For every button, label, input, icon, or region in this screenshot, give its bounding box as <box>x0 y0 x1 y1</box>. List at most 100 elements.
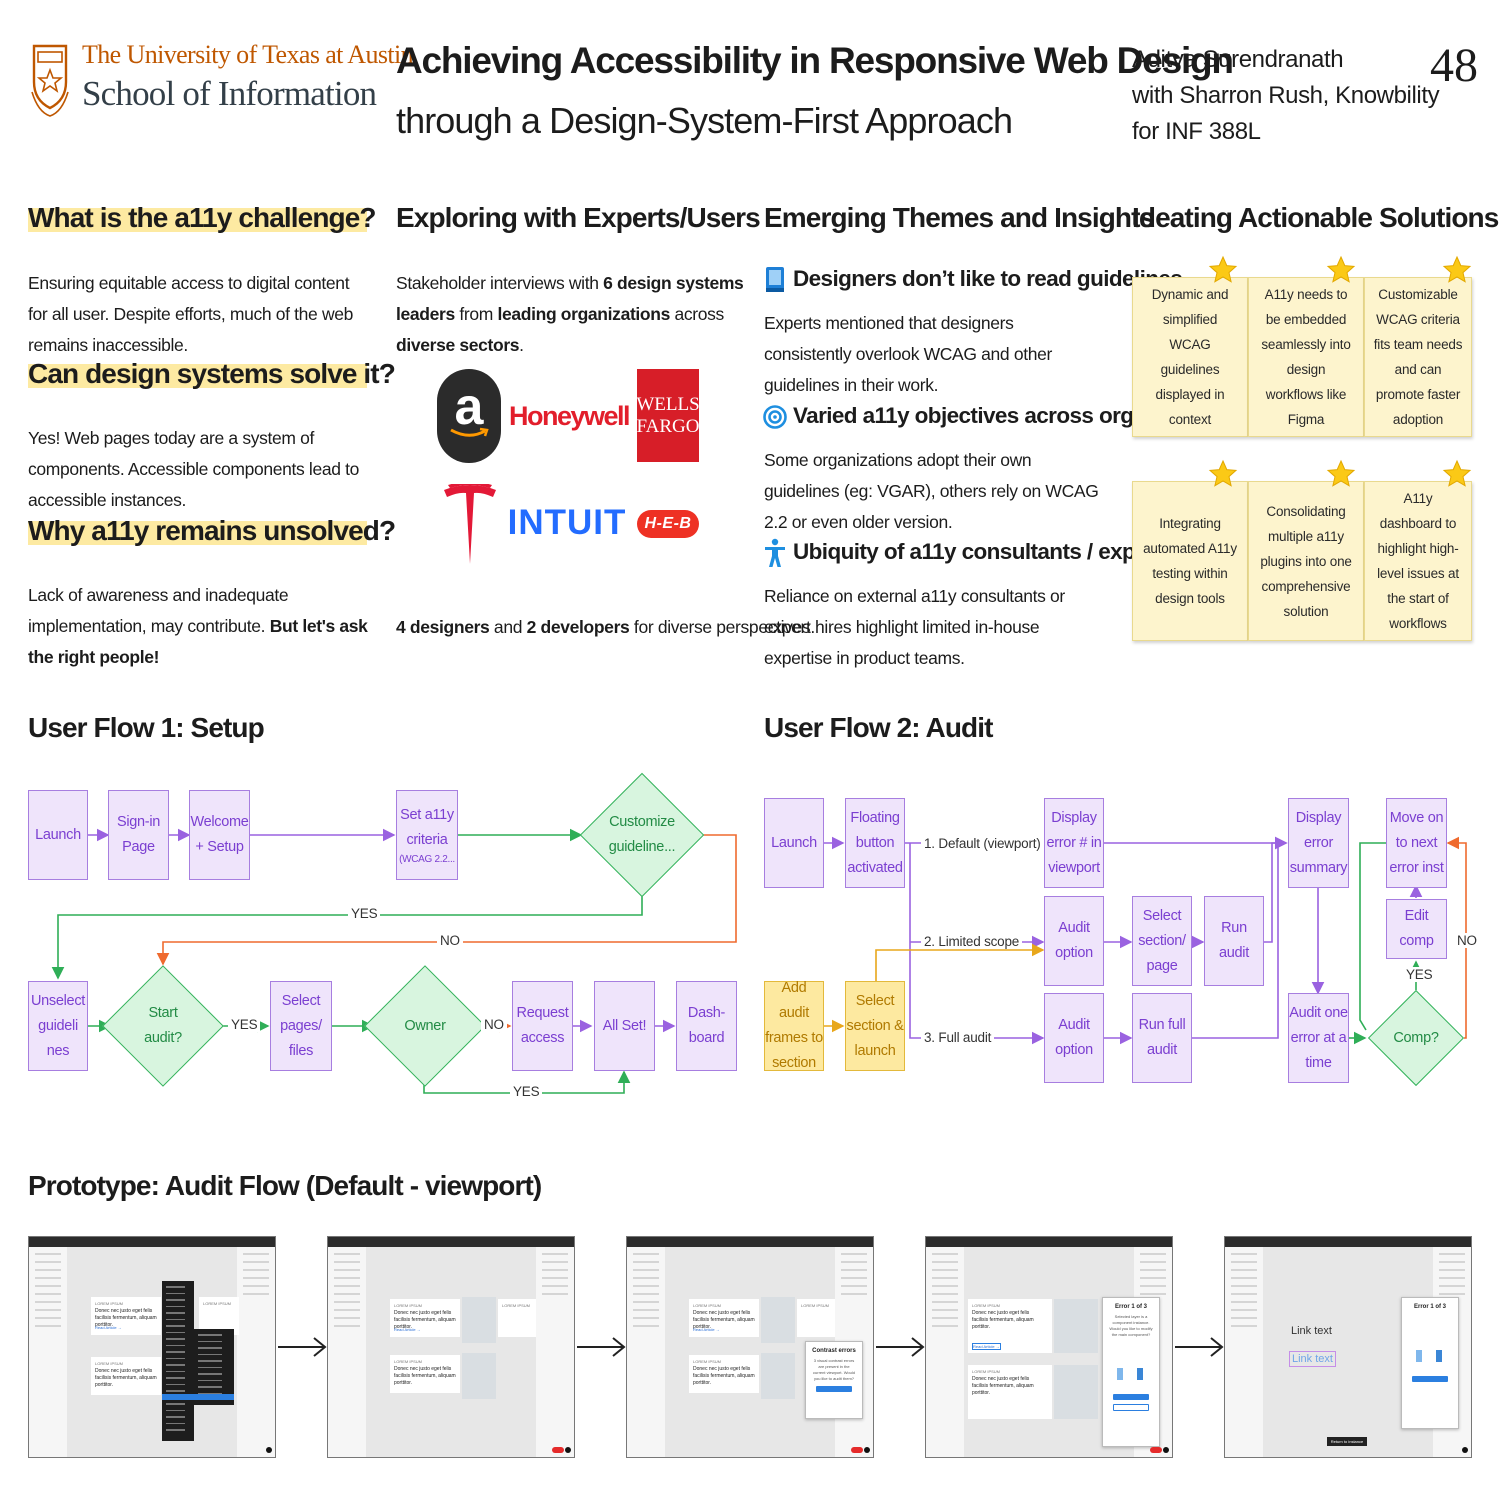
return-to-instance-button[interactable]: Return to instance <box>1327 1437 1367 1446</box>
modify-instance-button[interactable] <box>1113 1404 1149 1411</box>
wellsfargo-logo-line1: WELLS <box>636 393 700 415</box>
flow1-start-decision: Start audit? <box>102 965 224 1087</box>
flow2-option-default: 1. Default (viewport) <box>921 836 1044 851</box>
card-kicker: LOREM IPSUM <box>394 1359 423 1364</box>
card-text: Donec nec justo eget felis facilisis fer… <box>95 1368 157 1388</box>
card-text: Donec nec justo eget felis facilisis fer… <box>972 1310 1034 1330</box>
t: 4 designers <box>396 617 490 637</box>
card-kicker: LOREM IPSUM <box>801 1303 830 1308</box>
layers-panel <box>627 1247 665 1457</box>
article-card: LOREM IPSUM Donec nec justo eget felis f… <box>689 1299 759 1337</box>
flow1-no-label: NO <box>481 1017 507 1032</box>
t: across <box>670 304 725 324</box>
error-badge <box>1150 1447 1162 1453</box>
floating-button <box>565 1447 571 1453</box>
toolbar <box>29 1237 275 1247</box>
flow1-customize-decision: Customize guideline... <box>579 772 705 898</box>
arrow-right-icon <box>278 1337 327 1357</box>
flow1-request-access: Request access <box>512 981 573 1071</box>
text-unsolved: Lack of awareness and inadequate impleme… <box>28 580 373 673</box>
go-to-main-component-button[interactable] <box>1113 1394 1149 1400</box>
error-detail-dialog: Error 1 of 3 Selected layer is a compone… <box>1102 1297 1160 1447</box>
article-card: LOREM IPSUM <box>199 1297 239 1335</box>
flow1-no-label: NO <box>437 933 463 948</box>
prototype-screen-2: LOREM IPSUM Donec nec justo eget felis f… <box>327 1236 575 1458</box>
flow1-owner-decision: Owner <box>364 965 486 1087</box>
author-name: Aditya Surendranath <box>1132 46 1344 73</box>
flow2-audit-option: Audit option <box>1044 993 1104 1083</box>
card-text: Donec nec justo eget felis facilisis fer… <box>394 1310 456 1330</box>
flow1-signin: Sign-in Page <box>108 790 169 880</box>
text-solve: Yes! Web pages today are a system of com… <box>28 428 359 510</box>
flow1-launch: Launch <box>28 790 88 880</box>
article-card: LOREM IPSUM Donec nec justo eget felis f… <box>91 1357 161 1395</box>
floating-button <box>1163 1447 1169 1453</box>
heading-unsolved: Why a11y remains unsolved? <box>28 515 396 546</box>
honeywell-logo-text: Honeywell <box>508 400 631 431</box>
image-placeholder <box>1054 1299 1098 1353</box>
flow2-launch: Launch <box>764 798 824 888</box>
flow1-welcome: Welcome + Setup <box>189 790 250 880</box>
prototype-screen-1: LOREM IPSUM Donec nec justo eget felis f… <box>28 1236 276 1458</box>
toolbar <box>328 1237 574 1247</box>
intuit-logo: INTUIT <box>508 498 626 548</box>
prototype-screen-3: LOREM IPSUM Donec nec justo eget felis f… <box>626 1236 874 1458</box>
star-icon <box>1442 459 1472 487</box>
heading-prototype: Prototype: Audit Flow (Default - viewpor… <box>28 1170 542 1201</box>
flow1-select-pages: Select pages/ files <box>270 981 332 1071</box>
image-placeholder <box>761 1297 795 1343</box>
heb-logo-text: H-E-B <box>644 515 692 532</box>
go-back-link[interactable] <box>1412 1386 1448 1393</box>
article-card: LOREM IPSUM <box>498 1299 536 1337</box>
flow1-yes-label: YES <box>228 1017 261 1032</box>
theme3-text: Reliance on external a11y consultants or… <box>764 586 1065 668</box>
heading-flow1: User Flow 1: Setup <box>28 712 265 743</box>
flow2-no-label: NO <box>1454 933 1480 948</box>
honeywell-logo: Honeywell <box>509 395 631 437</box>
heading-flow2: User Flow 2: Audit <box>764 712 993 743</box>
flow1-dashboard: Dash- board <box>676 981 737 1071</box>
sticky-note: A11y needs to be embedded seamlessly int… <box>1248 277 1364 437</box>
star-icon <box>1326 459 1356 487</box>
flow2-run-full-audit: Run full audit <box>1132 993 1192 1083</box>
sticky-note: Integrating automated A11y testing withi… <box>1132 481 1248 641</box>
theme3-heading: Ubiquity of a11y consultants / experts <box>793 539 1175 564</box>
school-name: School of Information <box>82 74 377 113</box>
article-card: LOREM IPSUM Donec nec justo eget felis f… <box>689 1355 759 1393</box>
push-suggested-change-button[interactable] <box>1412 1376 1448 1382</box>
card-link-selected: Read Article → <box>972 1343 1001 1350</box>
prototype-screen-4: LOREM IPSUM Donec nec justo eget felis f… <box>925 1236 1173 1458</box>
article-card: LOREM IPSUM Donec nec justo eget felis f… <box>968 1365 1052 1419</box>
link-text-selected: Link text <box>1289 1351 1336 1367</box>
heb-logo: H-E-B <box>637 510 699 538</box>
flow2-select-section: Select section/ page <box>1132 896 1192 986</box>
article-card: LOREM IPSUM Donec nec justo eget felis f… <box>91 1297 161 1335</box>
flow2-edit-comp: Edit comp <box>1386 899 1447 959</box>
university-name: The University of Texas at Austin <box>82 40 414 69</box>
start-auditing-button[interactable] <box>816 1386 852 1392</box>
article-card: LOREM IPSUM Donec nec justo eget felis f… <box>390 1355 460 1393</box>
image-placeholder <box>462 1297 496 1343</box>
flow2-option-limited: 2. Limited scope <box>921 934 1023 949</box>
t: from <box>454 304 498 324</box>
card-link: Read Article → <box>394 1327 421 1332</box>
t: for diverse perspectives. <box>629 617 815 637</box>
target-icon <box>763 405 787 429</box>
card-text: Donec nec justo eget felis facilisis fer… <box>95 1308 157 1328</box>
dialog-title: Error 1 of 3 <box>1114 1304 1147 1310</box>
flow1-start-label: Start audit? <box>144 1005 182 1046</box>
menu-highlight <box>162 1394 234 1400</box>
card-kicker: LOREM IPSUM <box>95 1301 124 1306</box>
star-icon <box>1208 255 1238 283</box>
arrow-right-icon <box>1175 1337 1224 1357</box>
flow2-comp-decision: Comp? <box>1366 989 1466 1087</box>
amazon-logo-text: a <box>454 378 484 436</box>
flow2-error-summary: Display error summary <box>1288 798 1349 888</box>
image-placeholder <box>1054 1365 1098 1419</box>
floating-button <box>864 1447 870 1453</box>
swatch <box>1117 1368 1123 1380</box>
dialog-body: Selected layer is a component instance. … <box>1109 1314 1153 1337</box>
flow2-floating-button: Floating button activated <box>845 798 905 888</box>
swatch <box>1416 1350 1422 1362</box>
tesla-logo-icon <box>444 484 496 564</box>
